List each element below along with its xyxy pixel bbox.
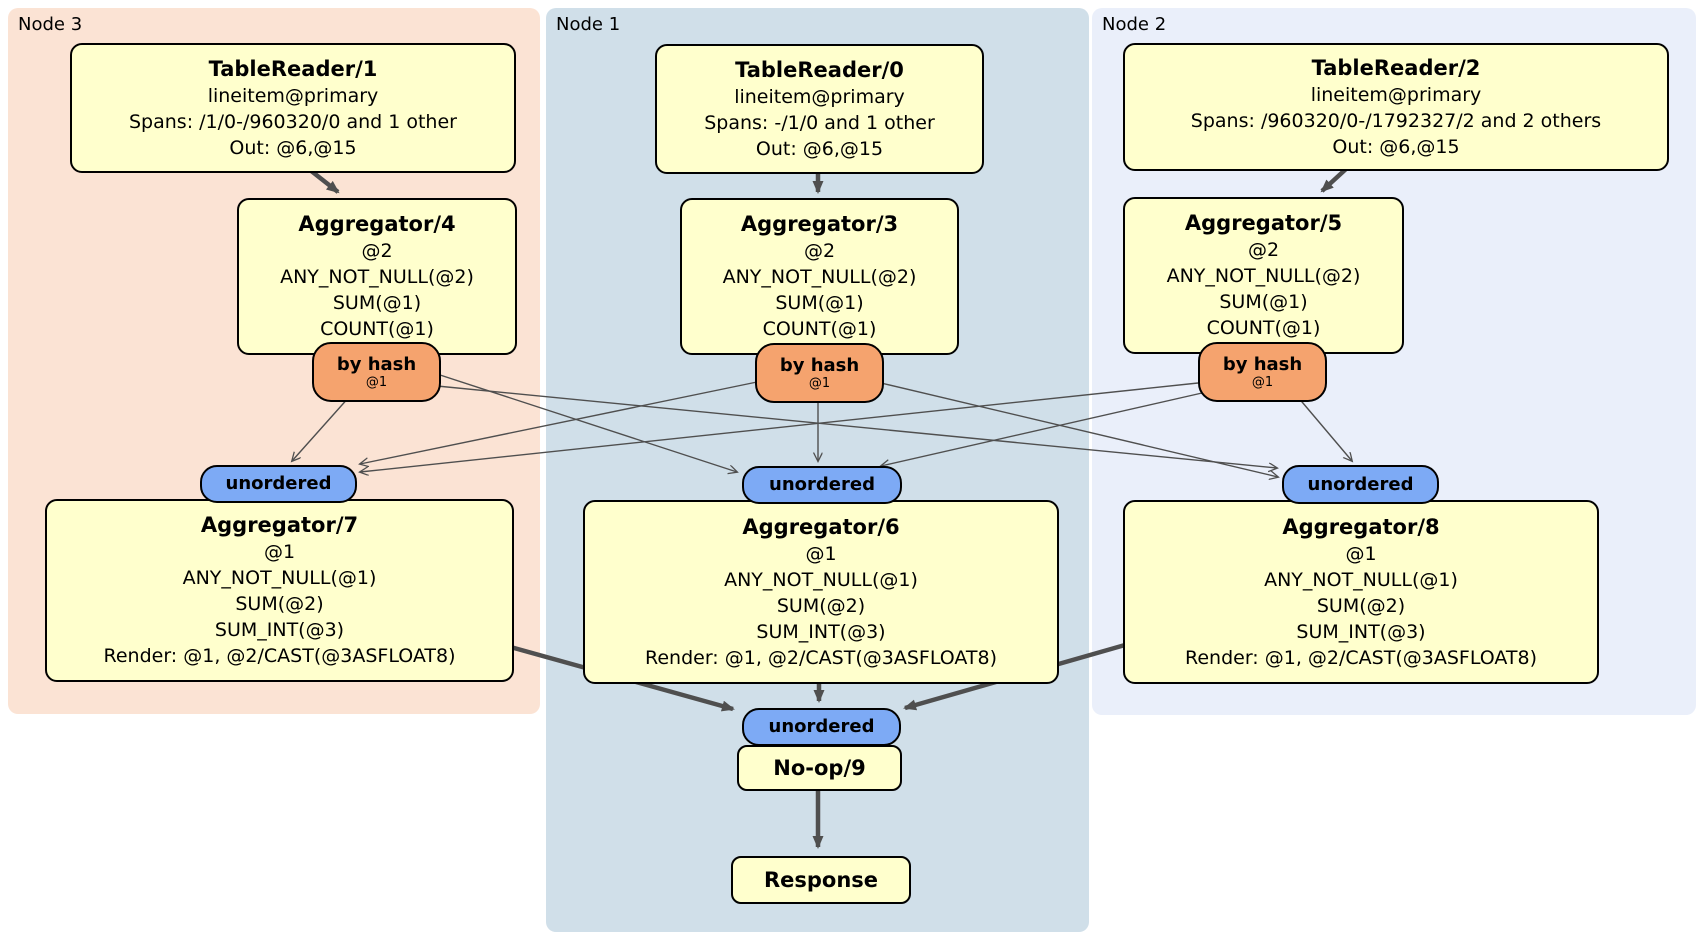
router-unordered-node2: unordered bbox=[1282, 465, 1439, 504]
box-line: Render: @1, @2/CAST(@3ASFLOAT8) bbox=[645, 646, 997, 669]
box-line: @1 bbox=[805, 542, 837, 565]
edge-hash4-to-unordered8 bbox=[436, 385, 1277, 468]
box-line: ANY_NOT_NULL(@2) bbox=[722, 266, 917, 288]
box-line: ANY_NOT_NULL(@1) bbox=[182, 567, 377, 589]
router-label: unordered bbox=[769, 474, 875, 495]
box-line: @2 bbox=[1247, 239, 1280, 261]
router-label: unordered bbox=[768, 716, 875, 737]
box-line: ANY_NOT_NULL(@1) bbox=[1264, 568, 1458, 591]
box-line: lineitem@primary bbox=[207, 84, 379, 107]
group-node-1-label: Node 1 bbox=[556, 14, 621, 35]
box-line: COUNT(@1) bbox=[320, 318, 434, 340]
box-aggregator-4: Aggregator/4 @2 ANY_NOT_NULL(@2) SUM(@1)… bbox=[237, 198, 517, 355]
box-line: lineitem@primary bbox=[734, 85, 905, 108]
box-line: SUM_INT(@3) bbox=[214, 619, 345, 641]
edge-tablereader1-to-aggregator4 bbox=[308, 168, 340, 194]
box-line: Render: @1, @2/CAST(@3ASFLOAT8) bbox=[1185, 646, 1537, 669]
router-by-hash-node2: by hash @1 bbox=[1198, 342, 1327, 402]
box-title: Aggregator/4 bbox=[298, 212, 456, 236]
box-line: ANY_NOT_NULL(@1) bbox=[724, 568, 918, 591]
router-unordered-node3: unordered bbox=[200, 465, 357, 503]
box-line: Spans: /1/0-/960320/0 and 1 other bbox=[129, 110, 457, 133]
box-line: @2 bbox=[361, 240, 393, 262]
edge-hash4-to-unordered6 bbox=[436, 373, 737, 472]
box-title: TableReader/1 bbox=[208, 56, 378, 81]
edge-hash5-to-unordered6 bbox=[881, 392, 1203, 466]
box-noop-9: No-op/9 bbox=[737, 745, 902, 791]
router-by-hash-node1: by hash @1 bbox=[755, 343, 884, 403]
router-label: unordered bbox=[225, 473, 332, 494]
box-aggregator-5: Aggregator/5 @2 ANY_NOT_NULL(@2) SUM(@1)… bbox=[1123, 197, 1404, 354]
box-title: Response bbox=[763, 867, 879, 892]
box-line: SUM_INT(@3) bbox=[1296, 620, 1426, 643]
box-aggregator-6: Aggregator/6 @1 ANY_NOT_NULL(@1) SUM(@2)… bbox=[583, 500, 1059, 684]
box-line: @1 bbox=[1345, 542, 1377, 565]
box-aggregator-8: Aggregator/8 @1 ANY_NOT_NULL(@1) SUM(@2)… bbox=[1123, 500, 1599, 684]
box-line: SUM_INT(@3) bbox=[756, 620, 886, 643]
edge-hash5-to-unordered8 bbox=[1296, 395, 1352, 461]
box-line: COUNT(@1) bbox=[762, 318, 877, 340]
router-label: by hash bbox=[336, 353, 417, 375]
box-tablereader-2: TableReader/2 lineitem@primary Spans: /9… bbox=[1123, 43, 1669, 171]
router-sub-label: @1 bbox=[808, 375, 831, 391]
box-title: Aggregator/5 bbox=[1184, 211, 1343, 235]
box-title: Aggregator/7 bbox=[200, 513, 359, 537]
box-title: TableReader/0 bbox=[735, 57, 904, 82]
group-node-3-label: Node 3 bbox=[18, 14, 83, 35]
box-title: No-op/9 bbox=[773, 755, 866, 780]
box-line: Out: @6,@15 bbox=[1332, 135, 1460, 158]
box-line: SUM(@1) bbox=[332, 292, 422, 314]
router-unordered-final: unordered bbox=[742, 708, 901, 746]
box-title: Aggregator/8 bbox=[1282, 514, 1440, 539]
router-by-hash-node3: by hash @1 bbox=[312, 342, 441, 402]
box-line: @1 bbox=[263, 541, 296, 563]
router-label: unordered bbox=[1307, 473, 1414, 495]
group-node-2-label: Node 2 bbox=[1102, 14, 1167, 35]
box-tablereader-1: TableReader/1 lineitem@primary Spans: /1… bbox=[70, 43, 516, 173]
router-unordered-node1: unordered bbox=[742, 466, 902, 504]
box-title: Aggregator/6 bbox=[742, 514, 900, 539]
box-title: TableReader/2 bbox=[1311, 55, 1481, 80]
edge-hash3-to-unordered7 bbox=[360, 381, 758, 464]
box-line: Spans: /960320/0-/1792327/2 and 2 others bbox=[1190, 109, 1602, 132]
box-line: @2 bbox=[803, 240, 836, 262]
box-line: SUM(@2) bbox=[776, 594, 866, 617]
box-line: Render: @1, @2/CAST(@3ASFLOAT8) bbox=[103, 645, 456, 667]
router-label: by hash bbox=[779, 354, 860, 376]
edge-hash4-to-unordered7 bbox=[292, 395, 351, 461]
edge-tablereader2-to-aggregator5 bbox=[1320, 167, 1348, 193]
box-line: SUM(@1) bbox=[775, 292, 864, 314]
box-line: Out: @6,@15 bbox=[755, 137, 884, 160]
box-line: Out: @6,@15 bbox=[229, 136, 357, 159]
box-tablereader-0: TableReader/0 lineitem@primary Spans: -/… bbox=[655, 44, 984, 174]
edge-hash3-to-unordered8 bbox=[880, 382, 1278, 477]
box-line: COUNT(@1) bbox=[1206, 317, 1321, 339]
box-line: SUM(@2) bbox=[235, 593, 324, 615]
box-aggregator-7: Aggregator/7 @1 ANY_NOT_NULL(@1) SUM(@2)… bbox=[45, 499, 514, 682]
box-line: ANY_NOT_NULL(@2) bbox=[280, 266, 474, 288]
router-sub-label: @1 bbox=[365, 374, 388, 390]
router-label: by hash bbox=[1222, 353, 1303, 375]
edge-hash5-to-unordered7 bbox=[360, 382, 1199, 472]
box-line: SUM(@1) bbox=[1219, 291, 1308, 313]
box-line: SUM(@2) bbox=[1316, 594, 1406, 617]
box-title: Aggregator/3 bbox=[740, 212, 899, 236]
box-line: lineitem@primary bbox=[1310, 83, 1482, 106]
box-aggregator-3: Aggregator/3 @2 ANY_NOT_NULL(@2) SUM(@1)… bbox=[680, 198, 959, 355]
router-sub-label: @1 bbox=[1251, 374, 1274, 390]
box-line: Spans: -/1/0 and 1 other bbox=[704, 111, 935, 134]
box-response: Response bbox=[731, 856, 911, 904]
box-line: ANY_NOT_NULL(@2) bbox=[1166, 265, 1361, 287]
